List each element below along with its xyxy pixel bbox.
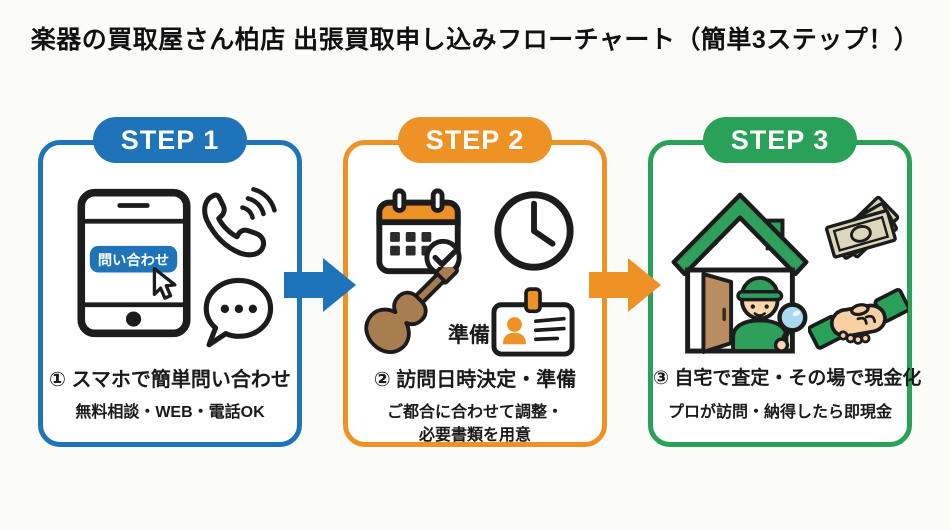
step2-subtext-line1: ご都合に合わせて調整・ — [386, 404, 563, 421]
cursor-icon — [152, 267, 177, 300]
guitar-label: 準備 — [448, 324, 490, 347]
phone-handset-icon — [195, 183, 279, 265]
step3-card: STEP 3 — [648, 117, 922, 447]
arrow-step2-to-step3 — [589, 258, 661, 312]
clock-icon — [490, 187, 578, 275]
inquiry-button: 問い合わせ — [89, 245, 178, 273]
appraiser-person — [731, 275, 789, 354]
step2-card: STEP 2 — [343, 117, 607, 447]
step1-badge: STEP 1 — [93, 117, 247, 163]
smartphone-icon: 問い合わせ — [73, 187, 195, 339]
calendar-check-icon — [372, 185, 468, 283]
step1-subtext: 無料相談・WEB・電話OK — [75, 404, 265, 421]
handshake-icon — [808, 277, 908, 357]
open-door — [701, 271, 734, 355]
step3-heading: ③ 自宅で査定・その場で現金化 — [653, 368, 922, 389]
magnifier-icon — [773, 302, 808, 353]
money-bills-icon — [811, 187, 907, 273]
id-card-icon — [482, 285, 584, 359]
step3-subtext: プロが訪問・納得したら即現金 — [667, 404, 892, 421]
step3-badge: STEP 3 — [703, 117, 857, 163]
roof — [671, 192, 809, 277]
step2-heading: ② 訪問日時決定・準備 — [373, 369, 577, 391]
chat-bubble-icon — [195, 273, 279, 355]
step1-heading: ① スマホで簡単問い合わせ — [49, 369, 291, 391]
cap-brim — [736, 290, 784, 302]
arrow-step1-to-step2 — [284, 258, 356, 312]
step1-card: STEP 1 問い合わせ — [38, 117, 302, 447]
page-title: 楽器の買取屋さん柏店 出張買取申し込みフローチャート（簡単3ステップ！） — [30, 26, 920, 54]
step2-subtext-line2: 必要書類を用意 — [418, 427, 531, 444]
step2-badge: STEP 2 — [398, 117, 552, 163]
guitar-icon — [360, 267, 472, 363]
house-appraiser-icon — [665, 187, 815, 355]
thumb — [850, 303, 870, 317]
inquiry-button-label: 問い合わせ — [98, 251, 169, 269]
